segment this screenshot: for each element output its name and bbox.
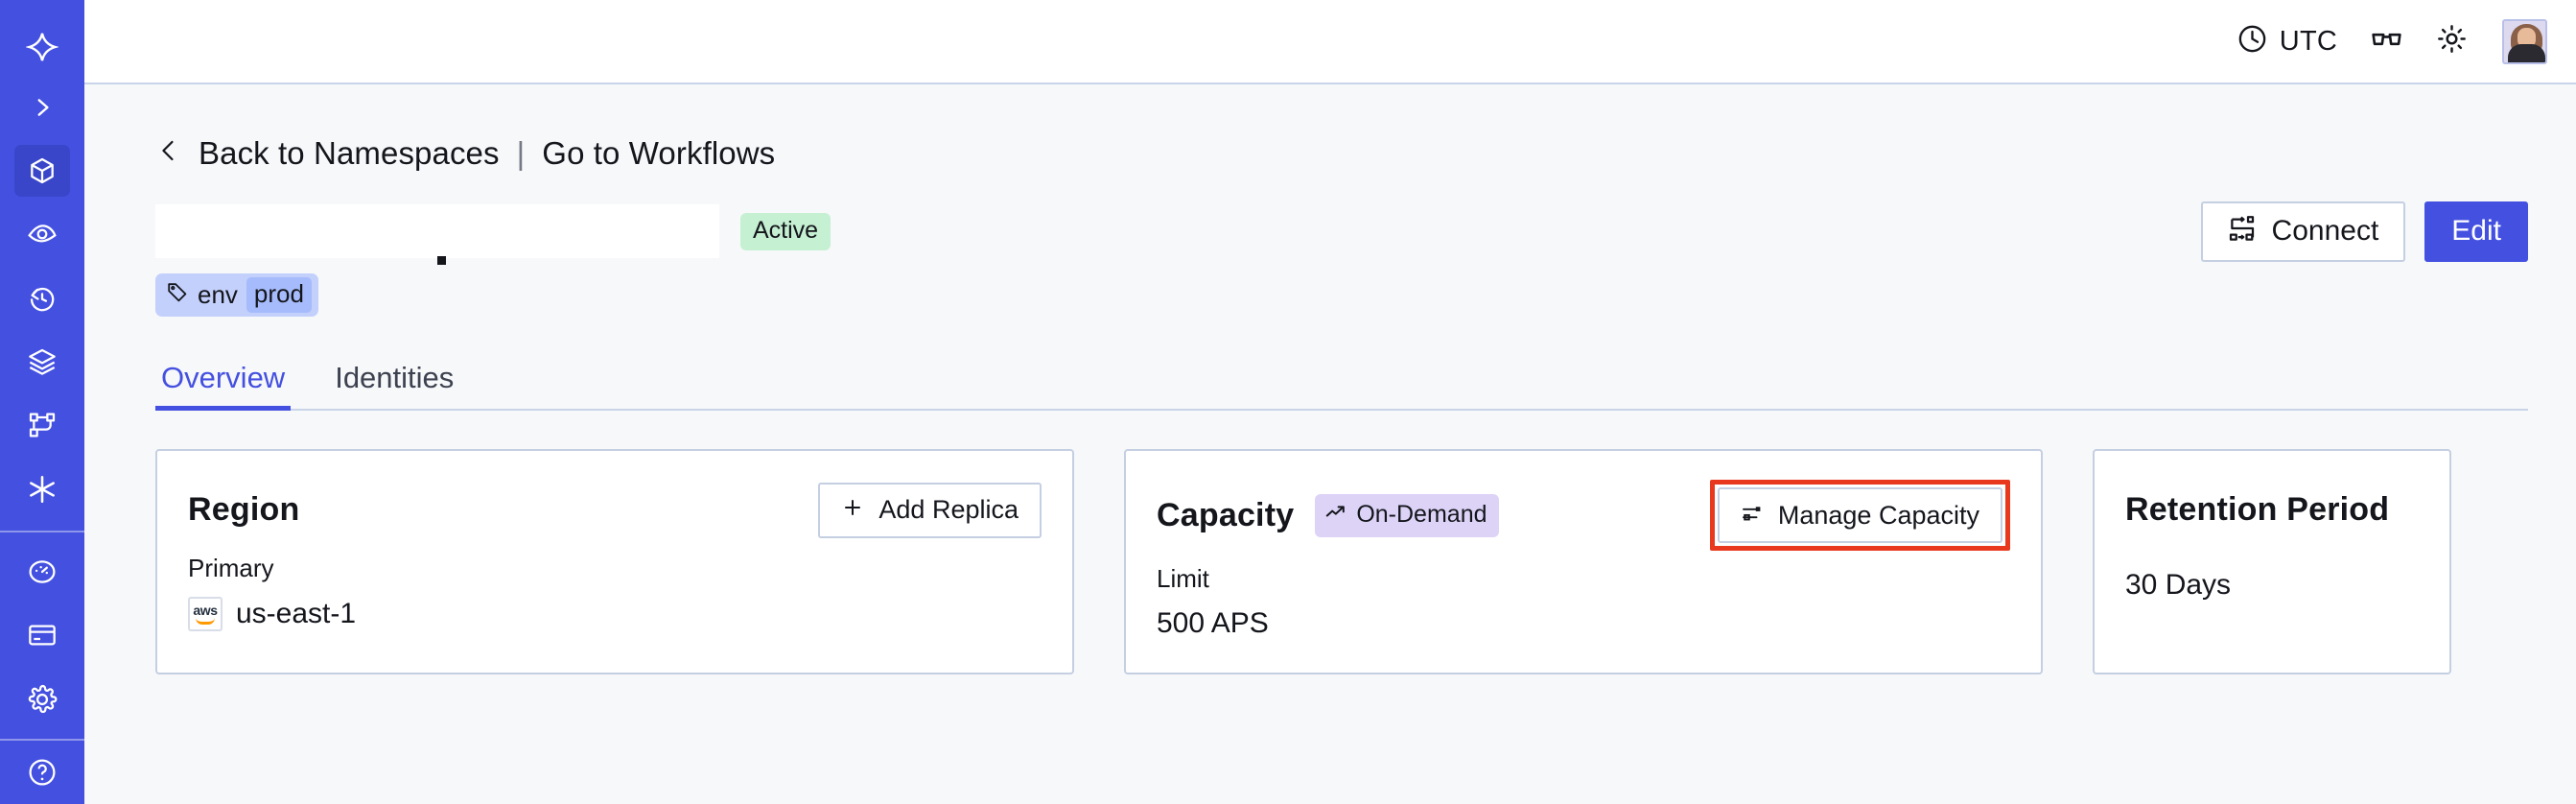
region-value-row: aws us-east-1 (188, 597, 1042, 631)
temporal-logo-icon (26, 31, 59, 63)
reading-glasses-icon (2370, 22, 2403, 60)
status-badge: Active (740, 212, 831, 250)
tag-value: prod (246, 277, 312, 313)
chevron-left-icon (155, 134, 181, 172)
timezone-selector[interactable]: UTC (2236, 23, 2337, 59)
capacity-card-header: Capacity On-Demand (1157, 480, 2010, 551)
tag-key: env (198, 280, 238, 309)
avatar-face (2517, 27, 2536, 49)
add-replica-label: Add Replica (878, 495, 1019, 524)
capacity-card: Capacity On-Demand (1124, 449, 2043, 674)
manage-capacity-button[interactable]: Manage Capacity (1717, 487, 2002, 543)
workflow-graph-icon (27, 410, 58, 440)
aws-logo-swoosh (196, 618, 215, 625)
sidebar-divider-bottom (0, 738, 84, 741)
tab-overview[interactable]: Overview (155, 361, 292, 411)
gear-icon (27, 684, 58, 715)
aws-logo-icon: aws (188, 597, 222, 631)
connect-button-label: Connect (2271, 215, 2379, 247)
asterisk-icon (26, 473, 59, 506)
sidebar-item-schedules[interactable] (14, 272, 70, 323)
sidebar-item-namespaces[interactable] (14, 144, 70, 198)
breadcrumb-separator: | (516, 134, 526, 171)
main-content: Back to Namespaces | Go to Workflows Act… (84, 84, 2576, 804)
add-replica-button[interactable]: Add Replica (818, 482, 1042, 538)
edit-button[interactable]: Edit (2424, 201, 2528, 262)
cube-icon (27, 155, 58, 186)
sidebar-item-settings[interactable] (14, 673, 70, 724)
retention-card: Retention Period 30 Days (2093, 449, 2451, 674)
sidebar-item-observability[interactable] (14, 208, 70, 260)
sun-icon (2436, 23, 2468, 59)
clock-icon (2236, 23, 2268, 59)
sidebar-item-billing[interactable] (14, 609, 70, 661)
capacity-card-title: Capacity (1157, 496, 1295, 533)
capacity-value: 500 APS (1157, 607, 1269, 639)
chevron-right-icon (30, 95, 55, 120)
capacity-sub-label: Limit (1157, 564, 1209, 593)
connect-icon (2228, 214, 2257, 248)
sidebar-item-usage[interactable] (14, 546, 70, 598)
help-circle-icon (27, 757, 58, 788)
connect-button[interactable]: Connect (2200, 201, 2406, 262)
avatar[interactable] (2502, 18, 2547, 64)
header-actions: Connect Edit (2200, 201, 2528, 262)
tag-icon (166, 280, 189, 310)
gauge-icon (27, 556, 58, 587)
aws-logo-text: aws (193, 603, 218, 618)
theme-toggle-button[interactable] (2436, 23, 2468, 59)
breadcrumb[interactable]: Back to Namespaces | Go to Workflows (155, 134, 775, 172)
right-pane: UTC (84, 0, 2576, 804)
manage-capacity-label: Manage Capacity (1777, 500, 1979, 530)
tab-bar: Overview Identities (155, 351, 2528, 411)
region-card-header: Region Add Replica (188, 480, 1042, 540)
sidebar-item-layers[interactable] (14, 336, 70, 388)
top-bar: UTC (84, 0, 2576, 84)
clock-rewind-icon (27, 283, 58, 314)
manage-capacity-highlight: Manage Capacity (1709, 480, 2010, 551)
sidebar-item-nexus[interactable] (14, 463, 70, 515)
region-value: us-east-1 (236, 598, 357, 629)
retention-card-header: Retention Period (2125, 480, 2419, 540)
namespace-tag[interactable]: env prod (155, 273, 318, 317)
tab-identities[interactable]: Identities (335, 361, 455, 394)
breadcrumb-workflows-link[interactable]: Go to Workflows (542, 134, 776, 171)
edit-button-label: Edit (2451, 215, 2501, 247)
avatar-body (2508, 43, 2545, 62)
retention-value: 30 Days (2125, 569, 2232, 601)
namespace-header-row: Active Co (155, 201, 2528, 265)
tag-list: env prod (155, 273, 2528, 317)
plus-icon (841, 496, 864, 524)
capacity-mode-label: On-Demand (1356, 500, 1487, 528)
region-card: Region Add Replica Primary (155, 449, 1074, 674)
retention-card-title: Retention Period (2125, 491, 2390, 528)
sliders-icon (1741, 502, 1764, 530)
layers-icon (27, 346, 58, 377)
sidebar (0, 0, 84, 804)
eye-icon (27, 219, 58, 249)
sidebar-item-logo[interactable] (14, 21, 70, 73)
credit-card-icon (27, 620, 58, 650)
timezone-label: UTC (2279, 25, 2337, 57)
region-sub-label: Primary (188, 554, 274, 582)
sidebar-item-expand-sidebar[interactable] (14, 81, 70, 132)
capacity-mode-badge: On-Demand (1315, 493, 1499, 537)
overview-cards: Region Add Replica Primary (155, 449, 2528, 674)
breadcrumb-back-link[interactable]: Back to Namespaces (199, 134, 500, 171)
trending-up-icon (1324, 501, 1347, 529)
region-card-title: Region (188, 491, 300, 528)
page-title (155, 204, 719, 265)
sidebar-item-help[interactable] (14, 746, 70, 798)
reader-mode-button[interactable] (2370, 22, 2403, 60)
sidebar-divider (0, 530, 84, 532)
sidebar-item-workflows[interactable] (14, 399, 70, 451)
